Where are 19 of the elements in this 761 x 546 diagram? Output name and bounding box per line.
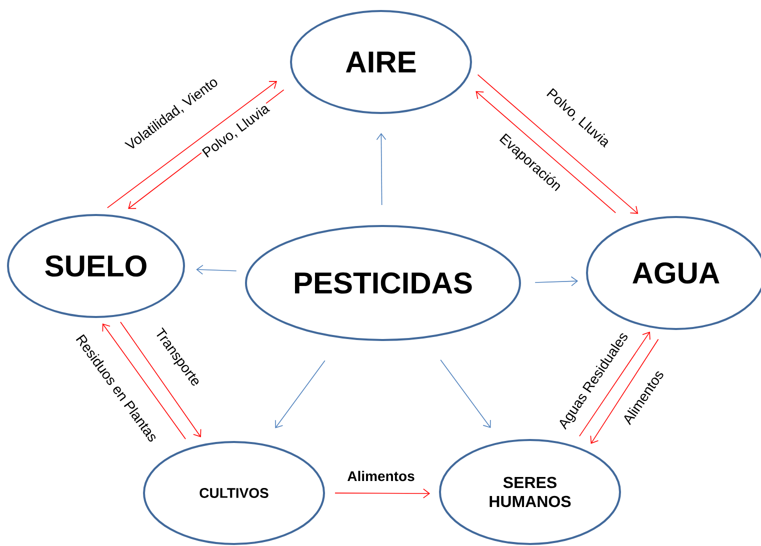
arrow: [102, 323, 186, 440]
arrow: [440, 360, 491, 428]
arrow: [477, 74, 638, 214]
arrow: [120, 322, 202, 438]
ellipse-node: SUELO: [7, 214, 185, 318]
edge-label: Alimentos: [346, 470, 416, 482]
arrow: [534, 276, 578, 286]
arrow: [476, 91, 616, 214]
arrow: [579, 332, 650, 437]
arrow: [334, 488, 430, 498]
arrow: [376, 133, 386, 206]
arrow: [275, 360, 326, 428]
ellipse-node: AIRE: [290, 10, 472, 114]
ellipse-node: SERES HUMANOS: [439, 439, 621, 545]
arrow: [196, 264, 237, 275]
ellipse-node: PESTICIDAS: [245, 225, 521, 341]
ellipse-node: CULTIVOS: [143, 441, 325, 545]
arrow: [107, 81, 277, 208]
arrow: [590, 338, 659, 444]
